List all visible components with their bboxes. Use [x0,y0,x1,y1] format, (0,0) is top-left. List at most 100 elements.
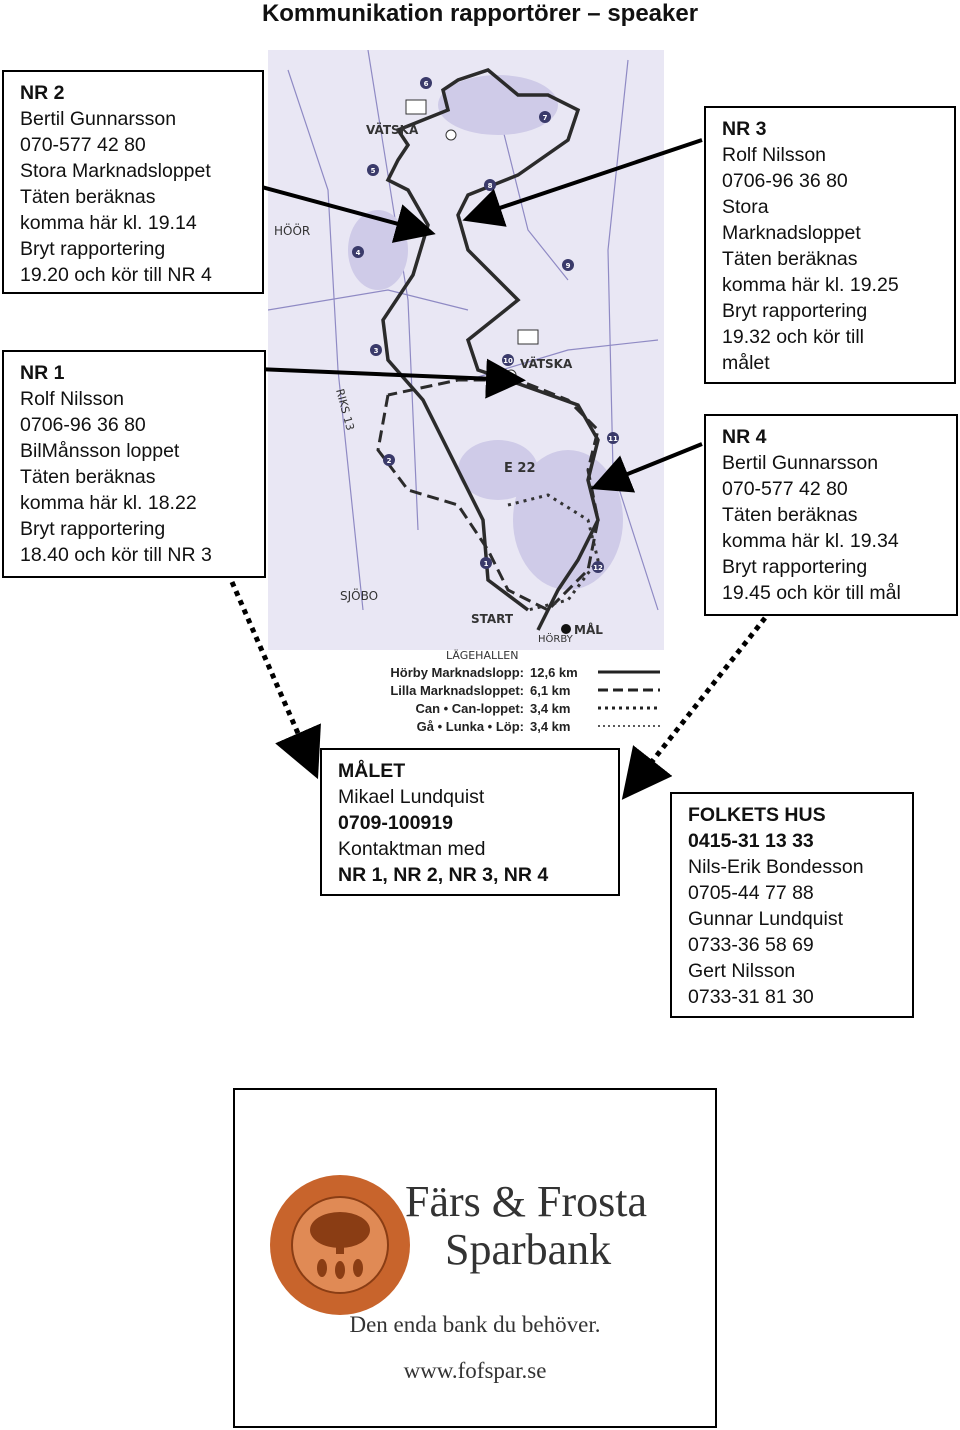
box-heading: NR 2 [20,82,65,104]
checkpoint-7-marker [539,111,551,123]
legend-label-3: Can • Can-loppet: [415,701,524,716]
reporter-box-nr1: NR 1 Rolf Nilsson 0706-96 36 80 BilMånss… [2,350,266,578]
checkpoint-11-marker [607,432,619,444]
phone-number: 0733-36 58 69 [688,934,814,956]
place-sjobo: SJÖBO [340,587,378,603]
info-line: Bryt rapportering [20,518,166,540]
page-title: Kommunikation rapportörer – speaker [261,0,699,27]
info-line: Täten beräknas [722,248,858,270]
info-line: komma här kl. 19.34 [722,530,899,552]
info-line: 19.45 och kör till mål [722,582,901,604]
info-line: NR 1, NR 2, NR 3, NR 4 [338,864,549,886]
wheat-sheaf-icon [335,1261,345,1279]
box-heading: NR 1 [20,362,65,384]
race-name: Stora [722,196,769,218]
checkpoint-5-label: 5 [371,167,376,175]
water-station-icon [405,99,427,115]
reporter-box-nr3: NR 3 Rolf Nilsson 0706-96 36 80 Stora Ma… [704,106,956,384]
bank-name-line1: Färs & Frosta [405,1177,647,1226]
info-line: 19.20 och kör till NR 4 [20,264,212,286]
place-mal: MÅL [574,622,603,637]
arrow-nr1 [231,358,526,399]
finish-contact-box: MÅLET Mikael Lundquist 0709-100919 Konta… [320,748,620,896]
checkpoint-3-marker [370,344,382,356]
checkpoint-3-label: 3 [374,347,379,355]
arrow-nr2 [242,180,436,243]
reporter-box-nr2: NR 2 Bertil Gunnarsson 070-577 42 80 Sto… [2,70,264,294]
info-line: Bryt rapportering [722,300,868,322]
checkpoint-8-label: 8 [488,182,493,190]
arrow-nr4 [590,442,703,493]
road-line [268,289,469,311]
bank-seal-logo [270,1175,410,1315]
legend-distance-3: 3,4 km [530,701,570,716]
checkpoint-2-marker [383,454,395,466]
route-can-loppet [507,493,600,612]
checkpoint-5-marker [367,164,379,176]
box-heading: FOLKETS HUS [688,804,826,826]
info-line: målet [722,352,770,374]
info-line: komma här kl. 18.22 [20,492,197,514]
place-horby: HÖRBY [538,632,574,645]
phone-number: 070-577 42 80 [20,134,146,156]
reporter-box-nr4: NR 4 Bertil Gunnarsson 070-577 42 80 Tät… [704,414,958,616]
checkpoint-11-label: 11 [608,435,618,443]
race-name: Stora Marknadsloppet [20,160,211,182]
info-line: 19.32 och kör till [722,326,864,348]
checkpoint-6-marker [420,77,432,89]
contact-name: Gunnar Lundquist [688,908,844,930]
info-line: Bryt rapportering [722,556,868,578]
legend-distance-2: 6,1 km [530,683,570,698]
wheat-sheaf-icon [317,1259,327,1277]
forest-area [458,440,538,500]
phone-number: 0706-96 36 80 [20,414,146,436]
arrow-nr4-to-malet [621,616,767,800]
box-heading: NR 3 [722,118,767,140]
phone-number: 0706-96 36 80 [722,170,848,192]
checkpoint-9-marker [562,259,574,271]
checkpoint-2-label: 2 [387,457,392,465]
bank-name-line2: Sparbank [445,1225,612,1274]
route-lilla-marknadsloppet [376,378,600,612]
phone-number: 0705-44 77 88 [688,882,814,904]
contact-name: Gert Nilsson [688,960,796,982]
checkpoint-7-label: 7 [543,114,548,122]
phone-number: 0709-100919 [338,812,453,834]
reporter-name: Rolf Nilsson [722,144,827,166]
phone-number: 0733-31 81 30 [688,986,814,1008]
place-lagehallen: LÄGEHALLEN [446,649,518,662]
contact-name: Mikael Lundquist [338,786,485,808]
arrow-nr1-to-malet [229,581,321,780]
place-vatska-north: VÄTSKA [366,122,419,137]
road-line [497,109,569,281]
water-station-point [445,129,457,141]
info-line: Kontaktman med [338,838,486,860]
info-line: komma här kl. 19.25 [722,274,899,296]
oak-trunk-icon [336,1232,344,1254]
reporter-name: Rolf Nilsson [20,388,125,410]
checkpoint-8-marker [484,179,496,191]
arrow-nr3 [462,138,703,227]
info-line: Täten beräknas [20,466,156,488]
place-start: START [471,612,514,626]
legend-distance-4: 3,4 km [530,719,570,734]
info-line: 18.40 och kör till NR 3 [20,544,212,566]
road-line [367,50,419,531]
info-line: komma här kl. 19.14 [20,212,197,234]
folkets-hus-box: FOLKETS HUS 0415-31 13 33 Nils-Erik Bond… [670,792,914,1018]
checkpoint-1-label: 1 [484,560,489,568]
water-station-icon [517,329,539,345]
checkpoint-4-marker [352,246,364,258]
legend-distance-1: 12,6 km [530,665,578,680]
bank-url: www.fofspar.se [403,1358,547,1383]
reporter-name: Bertil Gunnarsson [722,452,879,474]
box-heading: MÅLET [338,760,406,782]
checkpoint-9-label: 9 [566,262,571,270]
forest-area [438,75,558,135]
bank-tagline: Den enda bank du behöver. [349,1312,601,1337]
reporter-name: Bertil Gunnarsson [20,108,177,130]
race-name: Marknadsloppet [722,222,861,244]
info-line: Bryt rapportering [20,238,166,260]
phone-number: 070-577 42 80 [722,478,848,500]
